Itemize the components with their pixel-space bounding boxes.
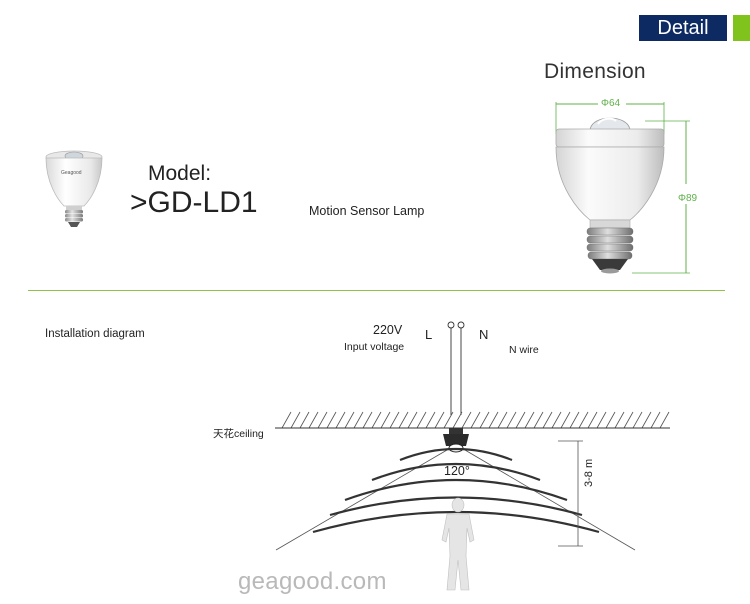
section-divider <box>28 290 725 291</box>
detail-accent-bar <box>733 15 750 41</box>
ceiling-hatch-mark <box>407 411 418 429</box>
ceiling-hatch-mark <box>551 411 562 429</box>
ceiling-hatch-mark <box>416 411 427 429</box>
ceiling-hatch-mark <box>632 411 643 429</box>
n-wire-label: N wire <box>509 344 539 356</box>
ceiling-hatch-mark <box>281 411 292 429</box>
ceiling-hatch-mark <box>461 411 472 429</box>
product-name: Motion Sensor Lamp <box>309 204 425 218</box>
ceiling-hatch-mark <box>479 411 490 429</box>
watermark: geagood.com <box>238 568 387 595</box>
installation-diagram <box>275 321 670 591</box>
ceiling-hatch-mark <box>605 411 616 429</box>
ceiling-hatch-mark <box>587 411 598 429</box>
ceiling-hatch-mark <box>614 411 625 429</box>
live-terminal-label: L <box>425 327 433 342</box>
voltage-label: 220V <box>373 323 403 337</box>
diameter-label: Φ64 <box>601 98 621 109</box>
ceiling-hatch-mark <box>497 411 508 429</box>
ceiling-hatch-mark <box>308 411 319 429</box>
ceiling-hatch-mark <box>326 411 337 429</box>
ceiling-hatch-mark <box>650 411 661 429</box>
ceiling-hatch-mark <box>317 411 328 429</box>
ceiling-hatch-mark <box>569 411 580 429</box>
ceiling-hatch-mark <box>506 411 517 429</box>
ceiling-hatch-mark <box>389 411 400 429</box>
model-value: >GD-LD1 <box>130 186 258 219</box>
ceiling-hatch-mark <box>344 411 355 429</box>
ceiling-hatch-mark <box>290 411 301 429</box>
ceiling-hatch-mark <box>434 411 445 429</box>
ceiling-hatch-mark <box>299 411 310 429</box>
dimension-title: Dimension <box>544 60 646 83</box>
detail-tab[interactable]: Detail <box>639 15 727 41</box>
ceiling-hatch-mark <box>443 411 454 429</box>
ceiling-hatch-mark <box>470 411 481 429</box>
ceiling-hatch-mark <box>353 411 364 429</box>
bulb-brand-text: Geagood <box>61 170 82 176</box>
ceiling-hatch-mark <box>398 411 409 429</box>
height-label: Φ89 <box>678 193 698 204</box>
ceiling-hatch-mark <box>515 411 526 429</box>
ceiling-hatch-mark <box>560 411 571 429</box>
dimension-drawing <box>555 102 690 274</box>
ceiling-label: 天花ceiling <box>213 428 264 440</box>
voltage-sublabel: Input voltage <box>344 341 405 353</box>
ceiling-hatch-mark <box>533 411 544 429</box>
ceiling-hatch-mark <box>371 411 382 429</box>
ceiling-hatch-mark <box>452 411 463 429</box>
ceiling-hatch-mark <box>425 411 436 429</box>
angle-label: 120° <box>444 464 470 478</box>
ceiling-hatch-mark <box>335 411 346 429</box>
model-label: Model: <box>148 162 212 185</box>
ceiling-hatch-mark <box>659 411 670 429</box>
ceiling-hatch-mark <box>380 411 391 429</box>
ceiling-hatch-mark <box>641 411 652 429</box>
ceiling-hatch-mark <box>623 411 634 429</box>
product-thumbnail: Geagood <box>45 150 103 227</box>
ceiling-hatch-mark <box>524 411 535 429</box>
ceiling-hatch-mark <box>362 411 373 429</box>
ceiling-hatch-mark <box>578 411 589 429</box>
ceiling-hatch-mark <box>542 411 553 429</box>
ceiling-hatch-mark <box>488 411 499 429</box>
installation-title: Installation diagram <box>45 328 145 340</box>
neutral-terminal-label: N <box>479 327 489 342</box>
ceiling-hatch-mark <box>596 411 607 429</box>
